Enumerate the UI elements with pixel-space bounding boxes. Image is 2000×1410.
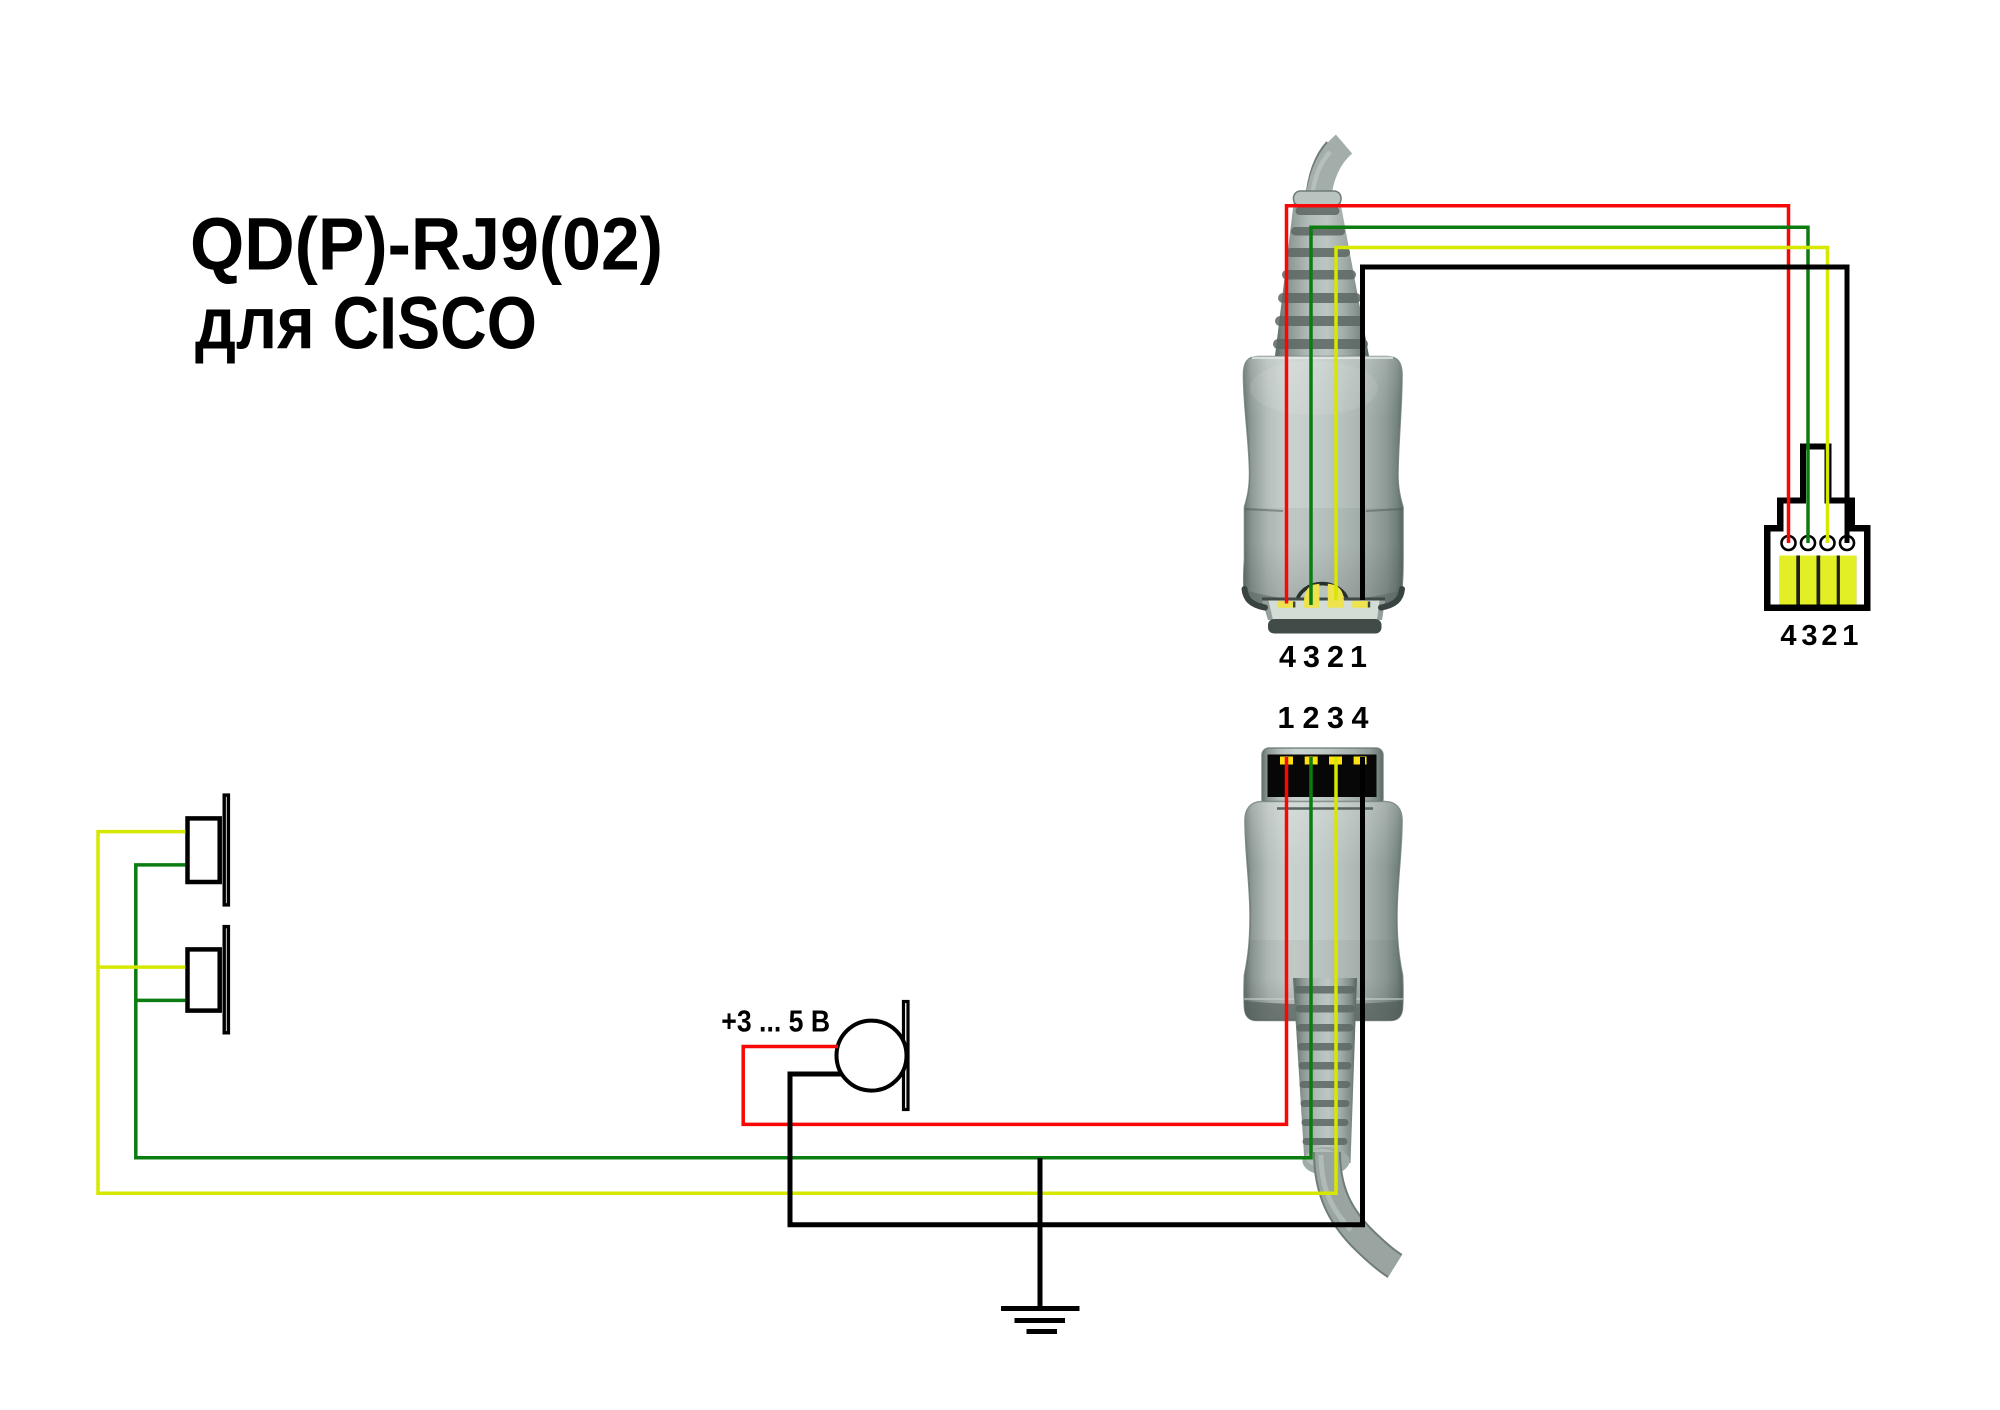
svg-text:2: 2 (1303, 701, 1320, 735)
svg-text:4: 4 (1352, 701, 1369, 735)
svg-text:2: 2 (1821, 620, 1837, 652)
svg-text:4: 4 (1780, 620, 1796, 652)
svg-text:1: 1 (1278, 701, 1295, 735)
svg-text:3: 3 (1801, 620, 1817, 652)
svg-text:1: 1 (1842, 620, 1858, 652)
svg-text:4: 4 (1279, 640, 1296, 674)
svg-text:QD(P)-RJ9(02): QD(P)-RJ9(02) (190, 203, 663, 286)
svg-text:для CISCO: для CISCO (195, 282, 537, 365)
svg-text:3: 3 (1327, 701, 1344, 735)
svg-text:1: 1 (1350, 640, 1367, 674)
svg-text:2: 2 (1327, 640, 1344, 674)
svg-text:+3 ... 5 В: +3 ... 5 В (721, 1004, 830, 1039)
svg-text:3: 3 (1303, 640, 1320, 674)
